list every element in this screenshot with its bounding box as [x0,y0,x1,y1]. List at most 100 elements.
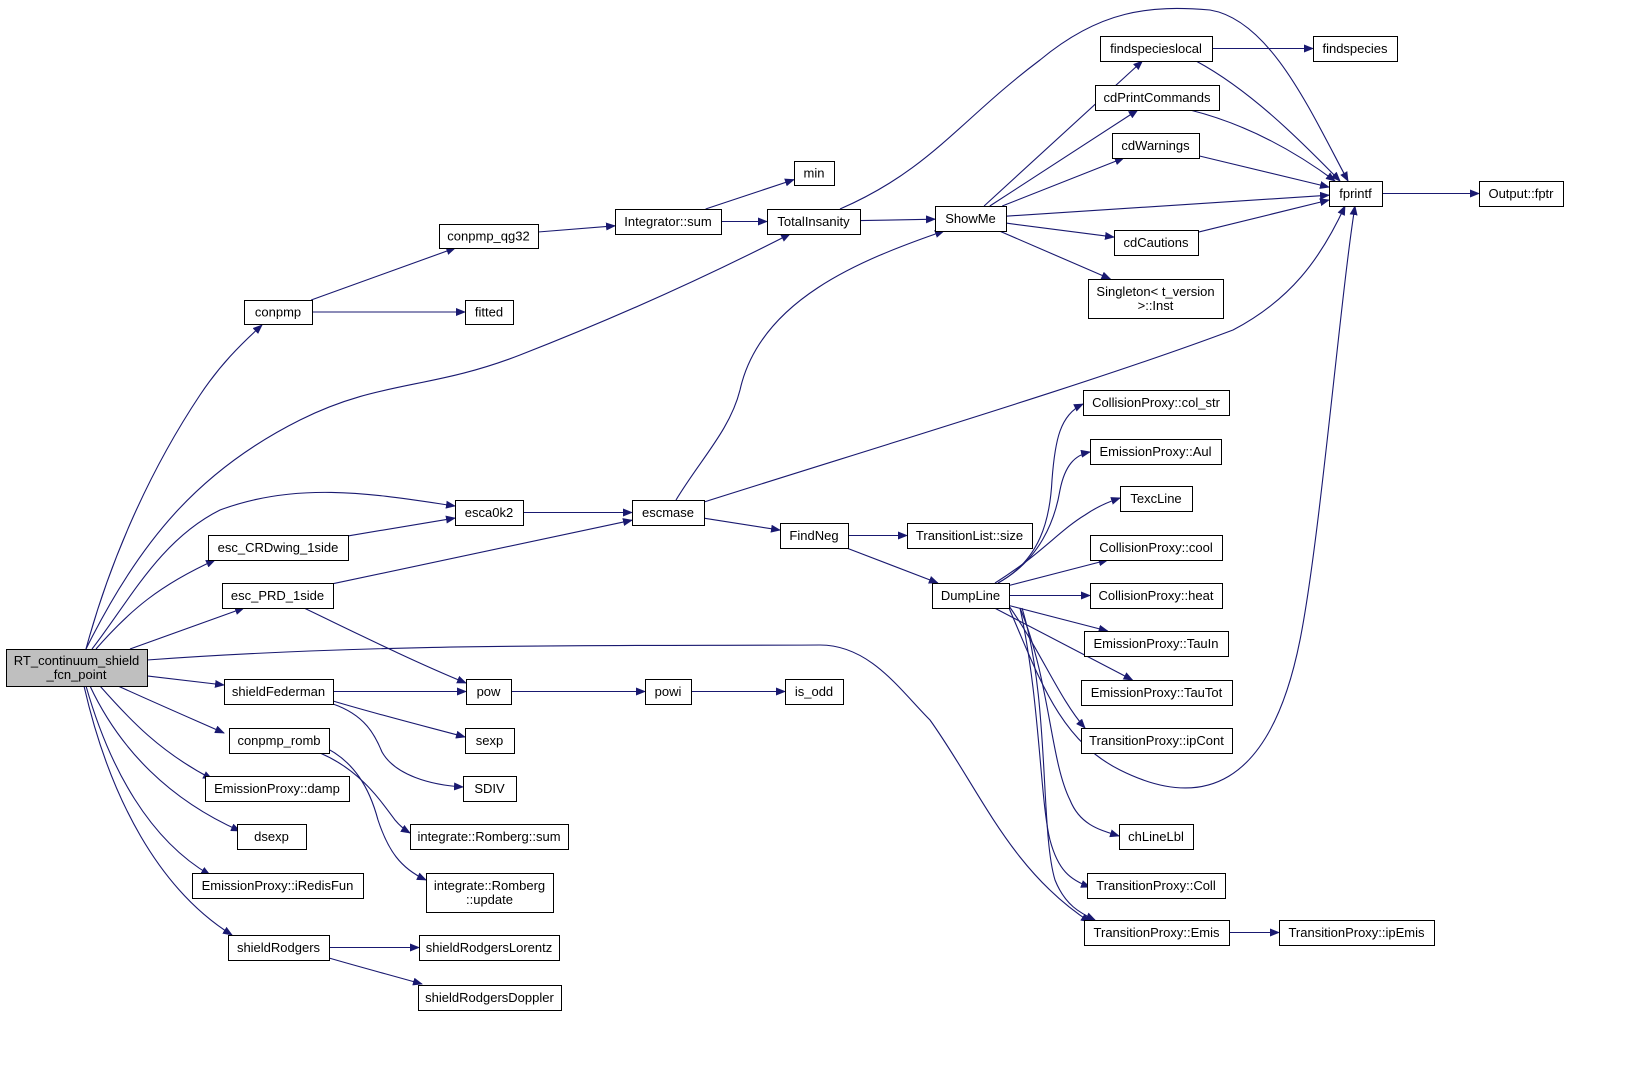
node-romberg_sum[interactable]: integrate::Romberg::sum [410,824,569,850]
node-shieldrodgerslorentz[interactable]: shieldRodgersLorentz [419,935,560,961]
node-box [615,209,722,235]
node-box [419,935,560,961]
node-conpmp_qg32[interactable]: conpmp_qg32 [439,224,539,249]
edge-path [328,957,423,986]
edge-path [146,675,225,688]
node-min[interactable]: min [794,161,835,186]
node-label: TransitionProxy::Emis [1094,925,1220,940]
node-transitionlist_size[interactable]: TransitionList::size [907,523,1033,549]
node-shieldfederman[interactable]: shieldFederman [224,679,334,705]
node-label: cdWarnings [1121,138,1190,153]
node-label: >::Inst [1138,298,1174,313]
node-conpmp_romb[interactable]: conpmp_romb [229,728,330,754]
node-box [1081,728,1233,754]
edge-integrator_sum-to-min [705,178,795,210]
node-cdwarnings[interactable]: cdWarnings [1112,133,1200,159]
node-dumpline[interactable]: DumpLine [932,583,1010,609]
node-emission_damp[interactable]: EmissionProxy::damp [205,776,350,802]
edge-totalinsanity-to-showme [859,215,936,224]
node-collision_heat[interactable]: CollisionProxy::heat [1090,583,1223,609]
node-esc_crdwing[interactable]: esc_CRDwing_1side [208,535,349,561]
edge-conpmp-to-conpmp_qg32 [311,247,457,301]
node-esc_prd[interactable]: esc_PRD_1side [222,583,334,609]
edge-path [1189,109,1336,182]
edge-cdcautions-to-fprintf [1197,198,1330,233]
node-escmase[interactable]: escmase [632,500,705,526]
edge-dumpline-to-transition_ipcont [1008,605,1086,729]
node-fprintf[interactable]: fprintf [1329,181,1383,207]
node-transition_ipemis[interactable]: TransitionProxy::ipEmis [1279,920,1435,946]
node-findspecieslocal[interactable]: findspecieslocal [1100,36,1213,62]
node-texcline[interactable]: TexcLine [1120,486,1193,512]
node-transition_ipcont[interactable]: TransitionProxy::ipCont [1081,728,1233,754]
node-emission_iredisfun[interactable]: EmissionProxy::iRedisFun [192,873,364,899]
node-powi[interactable]: powi [645,679,692,705]
node-label: TexcLine [1130,491,1181,506]
node-transition_coll[interactable]: TransitionProxy::Coll [1087,873,1226,899]
node-label: ShowMe [945,211,996,226]
node-chlinelbl[interactable]: chLineLbl [1119,824,1194,850]
edge-path [675,230,945,501]
node-emission_tautot[interactable]: EmissionProxy::TauTot [1081,680,1233,706]
node-label: EmissionProxy::damp [214,781,340,796]
node-shieldrodgers[interactable]: shieldRodgers [228,935,330,961]
node-pow[interactable]: pow [466,679,512,705]
edge-rt-to-conpmp [85,324,263,650]
node-shieldrodgersdoppler[interactable]: shieldRodgersDoppler [418,985,562,1011]
node-romberg_update[interactable]: integrate::Romberg::update [426,873,554,913]
node-label: dsexp [254,829,289,844]
node-label: esca0k2 [465,505,513,520]
node-emission_aul[interactable]: EmissionProxy::Aul [1090,439,1222,465]
node-output_fptr[interactable]: Output::fptr [1479,181,1564,207]
node-label: DumpLine [941,588,1000,603]
node-fitted[interactable]: fitted [465,300,514,325]
edge-path [332,518,633,585]
node-label: escmase [642,505,694,520]
node-collision_cool[interactable]: CollisionProxy::cool [1090,535,1223,561]
node-showme[interactable]: ShowMe [935,206,1007,232]
edge-path [117,685,225,734]
node-label: fitted [475,305,503,320]
edge-cdwarnings-to-fprintf [1198,155,1330,189]
edge-findneg-to-dumpline [846,547,939,584]
node-conpmp[interactable]: conpmp [244,300,313,325]
node-findneg[interactable]: FindNeg [780,523,849,549]
node-cdprintcommands[interactable]: cdPrintCommands [1095,85,1220,111]
node-label: TransitionProxy::ipEmis [1288,925,1425,940]
edge-shieldfederman-to-sdiv [332,703,464,791]
node-emission_tauin[interactable]: EmissionProxy::TauIn [1084,631,1229,657]
node-singleton[interactable]: Singleton< t_version>::Inst [1088,279,1224,319]
edge-path [311,247,457,301]
edge-path [1001,157,1125,207]
node-is_odd[interactable]: is_odd [785,679,844,705]
nodes-layer: RT_continuum_shield_fcn_point conpmp conpm… [6,36,1564,1011]
node-box [455,500,524,526]
edge-escmase-to-fprintf [703,205,1346,503]
edge-dumpline-to-emission_aul [997,449,1091,584]
edge-path [859,215,936,224]
edge-path [99,685,213,780]
node-collision_colstr[interactable]: CollisionProxy::col_str [1083,390,1230,416]
edge-path [989,109,1139,207]
edge-path [705,178,795,210]
node-sdiv[interactable]: SDIV [463,776,517,802]
node-esca0k2[interactable]: esca0k2 [455,500,524,526]
node-rt[interactable]: RT_continuum_shield_fcn_point [6,649,148,687]
node-dsexp[interactable]: dsexp [237,824,307,850]
node-cdcautions[interactable]: cdCautions [1114,230,1199,256]
node-integrator_sum[interactable]: Integrator::sum [615,209,722,235]
node-findspecies[interactable]: findspecies [1313,36,1398,62]
node-sexp[interactable]: sexp [465,728,515,754]
node-transition_emis[interactable]: TransitionProxy::Emis [1084,920,1230,946]
node-box [1313,36,1398,62]
node-totalinsanity[interactable]: TotalInsanity [767,209,861,235]
edge-path [319,752,411,834]
node-box [1112,133,1200,159]
edge-path [1197,198,1330,233]
node-label: shieldFederman [232,684,325,699]
edge-escmase-to-findneg [703,517,781,533]
edge-rt-to-shieldrodgers [83,685,233,936]
edge-dumpline-to-transition_coll [1019,607,1091,888]
node-box [1279,920,1435,946]
